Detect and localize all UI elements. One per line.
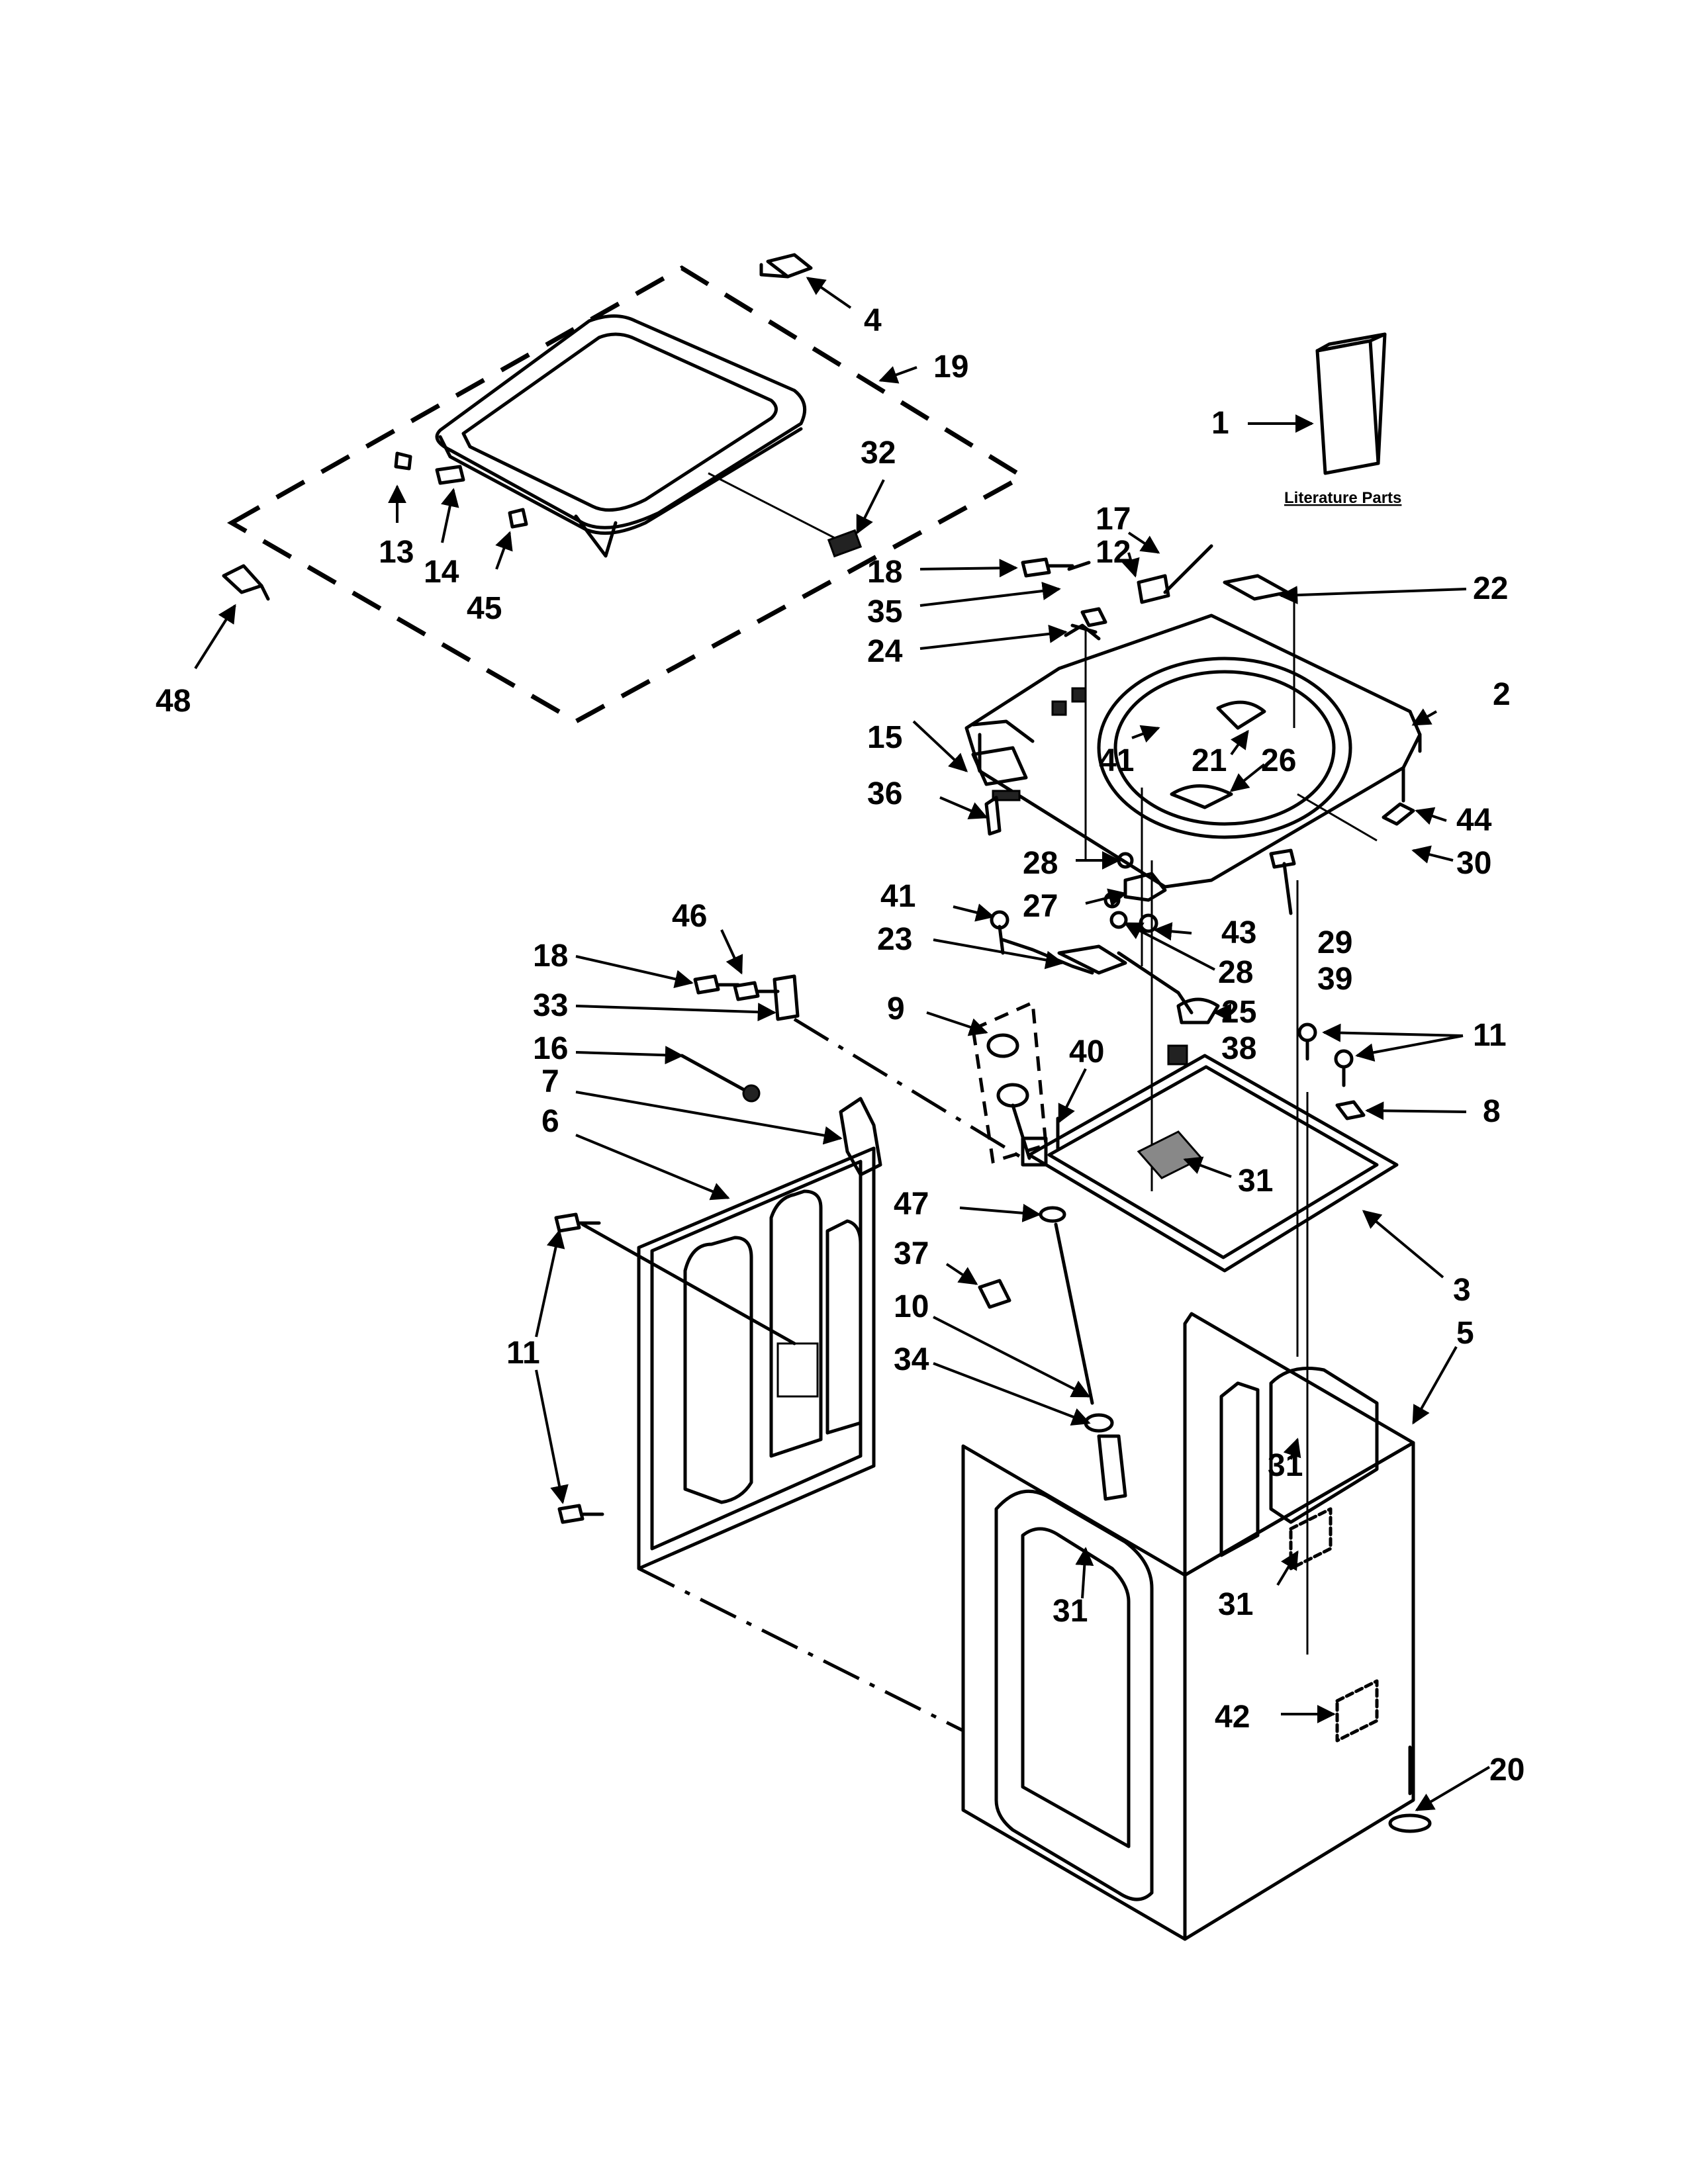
callout-25: 25 (1221, 995, 1256, 1030)
callout-36: 36 (867, 776, 902, 811)
callout-44: 44 (1456, 803, 1492, 838)
base-small-parts (1297, 1023, 1366, 1120)
callout-33: 33 (533, 988, 568, 1023)
side-small-parts (680, 974, 882, 1177)
callout-14: 14 (424, 555, 459, 590)
callout-1: 1 (1211, 406, 1229, 441)
callout-39: 39 (1317, 962, 1352, 997)
callout-28-a: 28 (1023, 846, 1058, 881)
callout-2: 2 (1493, 677, 1511, 712)
callout-31-back: 31 (1268, 1448, 1303, 1483)
callout-31-front: 31 (1053, 1594, 1088, 1629)
callout-41-b: 41 (880, 879, 915, 914)
top-cabinet (964, 574, 1422, 889)
callout-47: 47 (894, 1187, 929, 1222)
lid-assembly (222, 253, 1027, 725)
callout-8: 8 (1483, 1094, 1501, 1129)
literature-parts (1315, 332, 1387, 475)
callout-28-b: 28 (1218, 955, 1253, 990)
callout-labels: 1 Literature Parts 2 3 4 5 6 7 8 9 10 11… (156, 303, 1524, 1788)
callout-6: 6 (541, 1104, 559, 1139)
callout-32: 32 (861, 435, 896, 471)
callout-18-top: 18 (867, 555, 902, 590)
callout-20: 20 (1489, 1752, 1524, 1788)
cabinet (961, 1312, 1432, 1941)
callout-27: 27 (1023, 889, 1058, 924)
callout-41-a: 41 (1099, 743, 1134, 778)
callout-29: 29 (1317, 925, 1352, 960)
callout-18-left: 18 (533, 938, 568, 974)
callout-31-base: 31 (1238, 1163, 1273, 1199)
callout-35: 35 (867, 594, 902, 629)
callout-11-top: 11 (1473, 1018, 1507, 1053)
callout-48: 48 (156, 684, 191, 719)
callout-21: 21 (1192, 743, 1227, 778)
callout-5: 5 (1456, 1316, 1474, 1351)
callout-16: 16 (533, 1031, 568, 1066)
callout-43: 43 (1221, 915, 1256, 950)
callout-7: 7 (541, 1064, 559, 1099)
callout-34: 34 (894, 1342, 929, 1377)
callout-45: 45 (467, 591, 502, 626)
callout-17: 17 (1096, 502, 1131, 537)
callout-38: 38 (1221, 1031, 1256, 1066)
callout-13: 13 (379, 535, 414, 570)
callout-37: 37 (894, 1236, 929, 1271)
callout-9: 9 (887, 991, 905, 1026)
cabinet-base (1021, 1044, 1399, 1273)
literature-parts-label: Literature Parts (1284, 489, 1401, 507)
callout-12: 12 (1096, 535, 1131, 570)
callout-30: 30 (1456, 846, 1491, 881)
leg-assembly (971, 1000, 1127, 1501)
callout-3: 3 (1453, 1273, 1471, 1308)
callout-11-left: 11 (506, 1336, 540, 1371)
callout-40: 40 (1069, 1034, 1104, 1069)
callout-10: 10 (894, 1289, 929, 1324)
callout-19: 19 (933, 349, 968, 385)
rear-panel-screws (554, 1212, 604, 1524)
callout-26: 26 (1261, 743, 1296, 778)
callout-31-side: 31 (1218, 1587, 1253, 1622)
callout-24: 24 (867, 634, 903, 669)
rear-panel (581, 1146, 876, 1570)
callout-46: 46 (672, 899, 707, 934)
callout-23: 23 (877, 922, 912, 957)
callout-22: 22 (1473, 571, 1508, 606)
callout-15: 15 (867, 720, 902, 755)
callout-4: 4 (864, 303, 882, 338)
callout-42: 42 (1215, 1700, 1250, 1735)
